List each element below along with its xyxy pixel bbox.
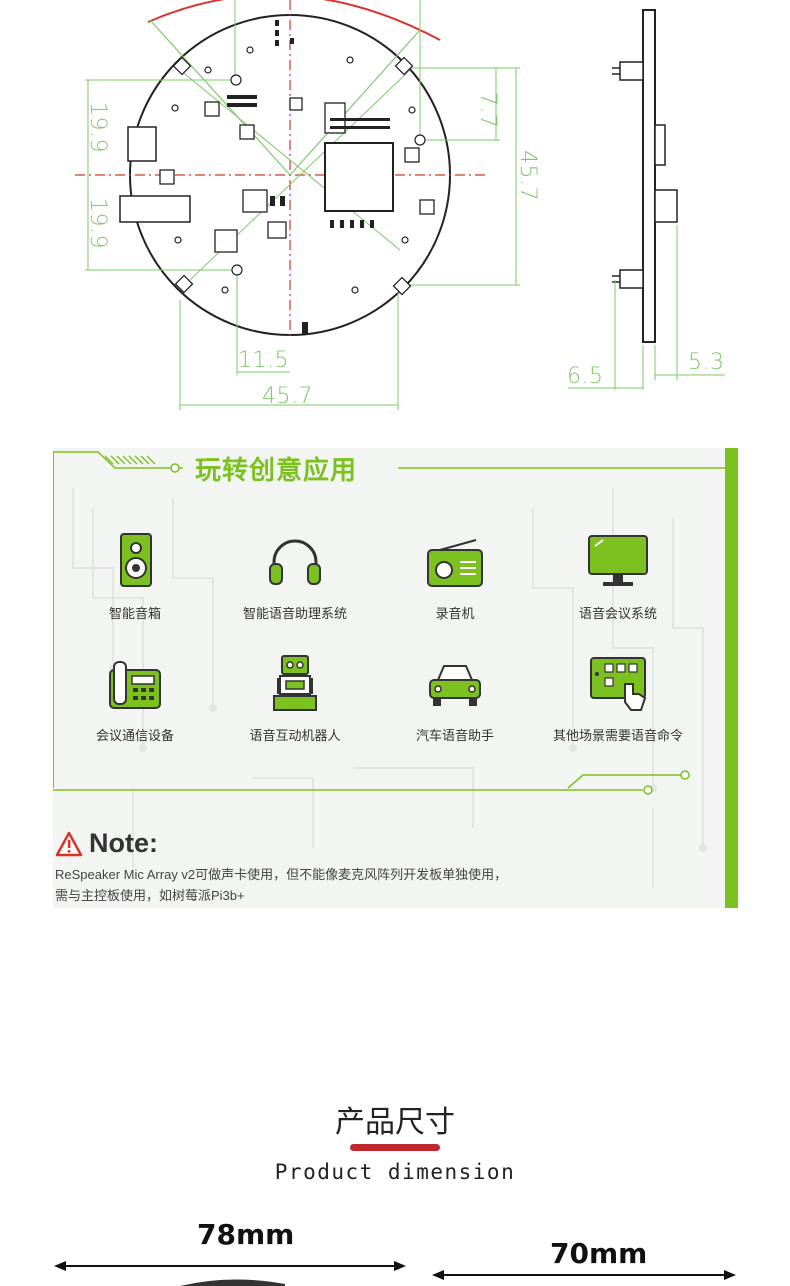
app-item-voice-assistant: 智能语音助理系统	[210, 532, 380, 622]
dimension-subtitle: Product dimension	[274, 1160, 516, 1184]
app-item-smart-speaker: 智能音箱	[53, 532, 220, 622]
app-item-recorder: 录音机	[370, 532, 540, 622]
app-item-conference-phone: 会议通信设备	[53, 654, 220, 744]
dim-side-left: 6.5	[567, 364, 604, 389]
app-label: 语音会议系统	[578, 606, 657, 621]
pcb-technical-drawing: 19.9 19.9 7.7 45.7 11.5 45.7 6.5 5.3	[0, 0, 790, 430]
application-panel: 玩转创意应用 智能音箱 智能语音助理系统 录音机	[53, 448, 738, 908]
monitor-icon	[588, 535, 648, 586]
app-item-robot: 语音互动机器人	[210, 654, 380, 744]
app-label: 智能音箱	[108, 606, 161, 621]
headphones-icon	[269, 539, 321, 585]
accent-bar	[725, 448, 738, 908]
dim-left-top: 19.9	[85, 102, 110, 153]
dim-left-bottom: 19.9	[85, 198, 110, 249]
note-heading: Note:	[55, 828, 158, 859]
dim-vertical-small: 7.7	[475, 92, 500, 129]
app-item-car-assistant: 汽车语音助手	[370, 654, 540, 744]
touch-panel-icon	[590, 657, 647, 711]
panel-title: 玩转创意应用	[195, 455, 358, 485]
dim-side-right: 5.3	[688, 350, 725, 375]
dim-bottom-small: 11.5	[238, 348, 289, 373]
app-item-conference-system: 语音会议系统	[533, 532, 703, 622]
note-line-1: ReSpeaker Mic Array v2可做声卡使用，但不能像麦克风阵列开发…	[55, 867, 508, 882]
width-label: 78mm	[197, 1218, 295, 1251]
app-label: 汽车语音助手	[415, 728, 494, 743]
telephone-icon	[109, 661, 161, 709]
height-label: 70mm	[550, 1237, 648, 1270]
note-title: Note:	[89, 828, 158, 858]
car-icon	[429, 665, 481, 706]
app-label: 其他场景需要语音命令	[552, 728, 683, 743]
app-label: 语音互动机器人	[249, 728, 341, 743]
robot-icon	[273, 655, 317, 711]
note-line-2: 需与主控板使用，如树莓派Pi3b+	[55, 888, 245, 903]
app-label: 录音机	[435, 606, 475, 621]
dimension-title: 产品尺寸	[335, 1105, 455, 1140]
dim-bottom-total: 45.7	[262, 384, 313, 409]
title-underline	[350, 1144, 440, 1151]
warning-icon	[55, 831, 83, 856]
pcb-drawing-svg	[75, 0, 725, 410]
dimension-arrows	[54, 1261, 736, 1286]
note-text: ReSpeaker Mic Array v2可做声卡使用，但不能像麦克风阵列开发…	[55, 864, 615, 906]
app-label: 智能语音助理系统	[242, 606, 347, 621]
dim-vertical-total: 45.7	[515, 150, 540, 201]
app-label: 会议通信设备	[95, 728, 174, 743]
app-item-voice-command: 其他场景需要语音命令	[533, 654, 703, 744]
speaker-icon	[120, 533, 152, 587]
radio-icon	[427, 539, 483, 587]
